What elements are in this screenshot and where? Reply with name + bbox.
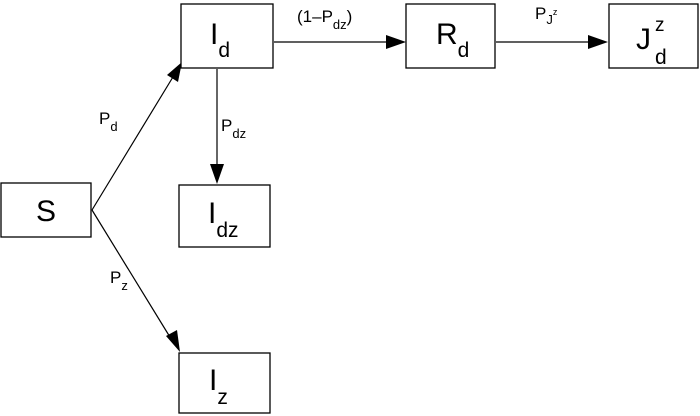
node-label-main: J [636, 23, 651, 56]
edge-label-pd: Pd [99, 109, 118, 134]
arrow-head [167, 62, 182, 82]
node-iz: Iz [178, 352, 271, 414]
node-label: S [36, 195, 56, 228]
node-label: Iz [209, 364, 228, 409]
arrow-head [166, 330, 180, 352]
node-label-sup: z [655, 15, 665, 36]
edge-s-to-iz: Pz [91, 209, 180, 352]
node-jd: J z d [608, 3, 699, 69]
edge-label-pz: Pz [110, 268, 128, 293]
edge-label-one-minus-pdz: (1–Pdz) [297, 7, 352, 32]
arrow-head [210, 164, 224, 184]
node-label: Rd [436, 18, 469, 62]
node-label: Id [210, 18, 230, 62]
edge-rd-to-jd: PJz [496, 4, 608, 49]
node-idz: Idz [178, 184, 271, 248]
arrow-head [386, 35, 406, 49]
node-id: Id [180, 3, 274, 69]
node-label: Idz [208, 197, 239, 242]
node-s: S [0, 182, 92, 238]
edge-label-pjz: PJz [535, 4, 558, 27]
node-label-sub: d [655, 46, 667, 69]
arrow-head [588, 35, 608, 49]
edge-s-to-id: Pd [91, 62, 182, 211]
edge-id-to-idz: Pdz [210, 69, 246, 184]
edge-label-pdz: Pdz [221, 116, 246, 141]
node-rd: Rd [405, 3, 496, 69]
edge-id-to-rd: (1–Pdz) [274, 7, 406, 49]
